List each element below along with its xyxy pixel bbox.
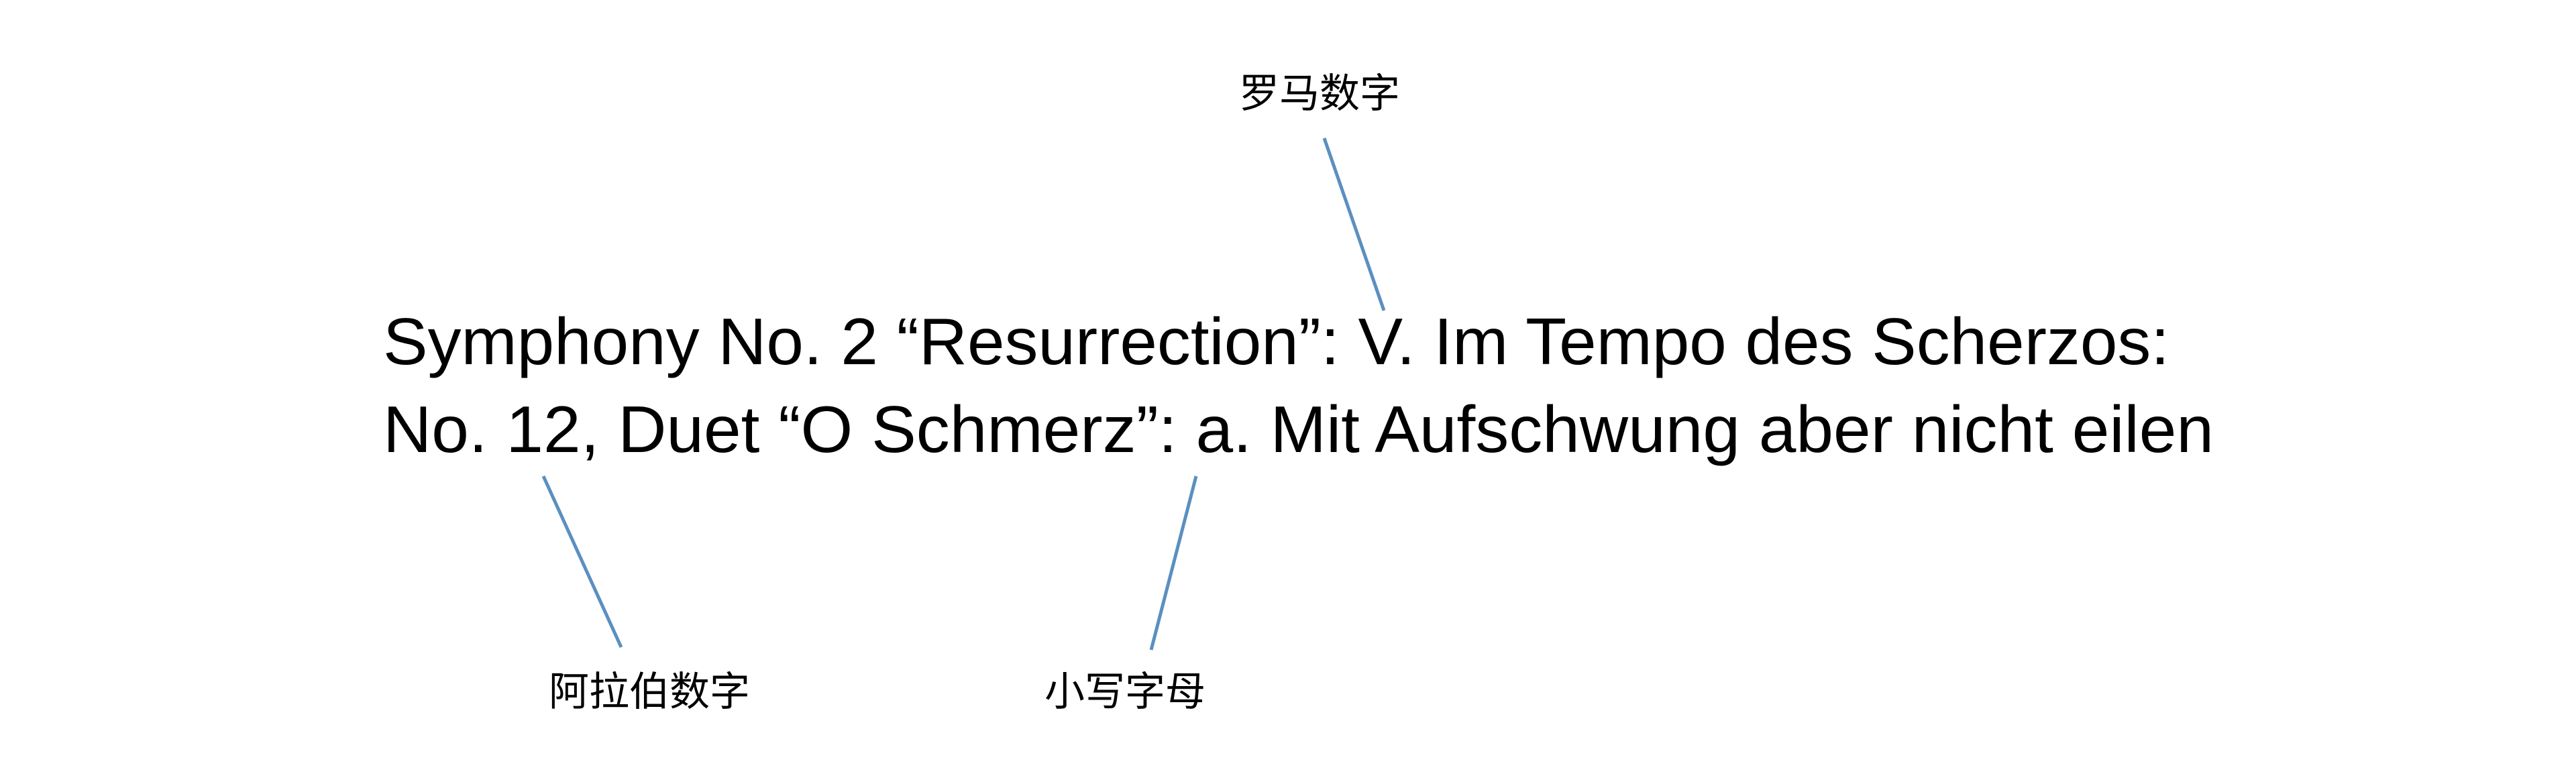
title-line-2: No. 12, Duet “O Schmerz”: a. Mit Aufschw… bbox=[383, 392, 2214, 466]
label-roman-numerals: 罗马数字 bbox=[1239, 71, 1400, 116]
leader-line-lowercase bbox=[1149, 476, 1198, 651]
leader-line-arabic bbox=[541, 475, 623, 649]
title-line-1: Symphony No. 2 “Resurrection”: V. Im Tem… bbox=[383, 304, 2169, 378]
label-arabic-numerals: 阿拉伯数字 bbox=[549, 669, 750, 714]
leader-line-roman bbox=[1322, 137, 1386, 311]
label-lowercase-letters: 小写字母 bbox=[1044, 669, 1205, 714]
